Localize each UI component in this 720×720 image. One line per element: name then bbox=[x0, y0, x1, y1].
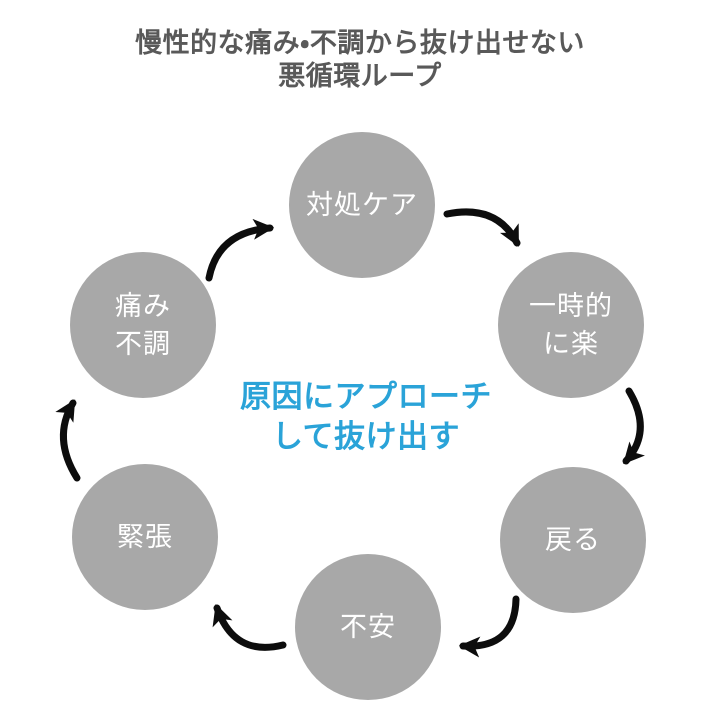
arrow-tension-to-pain-icon bbox=[55, 399, 81, 482]
node-label: 緊張 bbox=[117, 521, 173, 552]
cycle-node-pain-discomfort: 痛み 不調 bbox=[70, 252, 216, 398]
diagram-title-line-2: 悪循環ループ bbox=[278, 61, 442, 91]
arrow-anxiety-to-tension-icon bbox=[212, 604, 287, 651]
cycle-node-anxiety: 不安 bbox=[295, 554, 441, 700]
node-label-line-2: 不調 bbox=[115, 329, 171, 359]
cycle-node-tension: 緊張 bbox=[72, 464, 218, 610]
center-escape-message-line-2: して抜け出す bbox=[271, 419, 461, 454]
diagram-title: 慢性的な痛み・不調から抜け出せない 悪循環ループ bbox=[0, 27, 720, 93]
arrow-temporary-relief-to-returns-icon bbox=[622, 387, 646, 465]
arrow-coping-care-to-temporary-relief-icon bbox=[443, 208, 521, 247]
node-label-line-1: 痛み bbox=[115, 290, 171, 321]
arrow-pain-to-coping-care-icon bbox=[205, 218, 275, 282]
cycle-node-temporary-relief: 一時的 に楽 bbox=[498, 252, 644, 398]
cycle-node-coping-care: 対処ケア bbox=[289, 132, 435, 278]
center-escape-message-line-1: 原因にアプローチ bbox=[240, 379, 492, 414]
cycle-node-returns: 戻る bbox=[500, 467, 646, 613]
node-label-line-1: 一時的 bbox=[529, 290, 613, 321]
center-escape-message: 原因にアプローチ して抜け出す bbox=[240, 377, 492, 457]
node-label: 戻る bbox=[545, 524, 601, 555]
node-label: 不安 bbox=[340, 611, 396, 642]
node-label: 対処ケア bbox=[306, 189, 418, 220]
arrow-returns-to-anxiety-icon bbox=[458, 595, 520, 658]
diagram-title-line-1: 慢性的な痛み・不調から抜け出せない bbox=[135, 28, 585, 58]
node-label-line-2: に楽 bbox=[543, 329, 599, 359]
